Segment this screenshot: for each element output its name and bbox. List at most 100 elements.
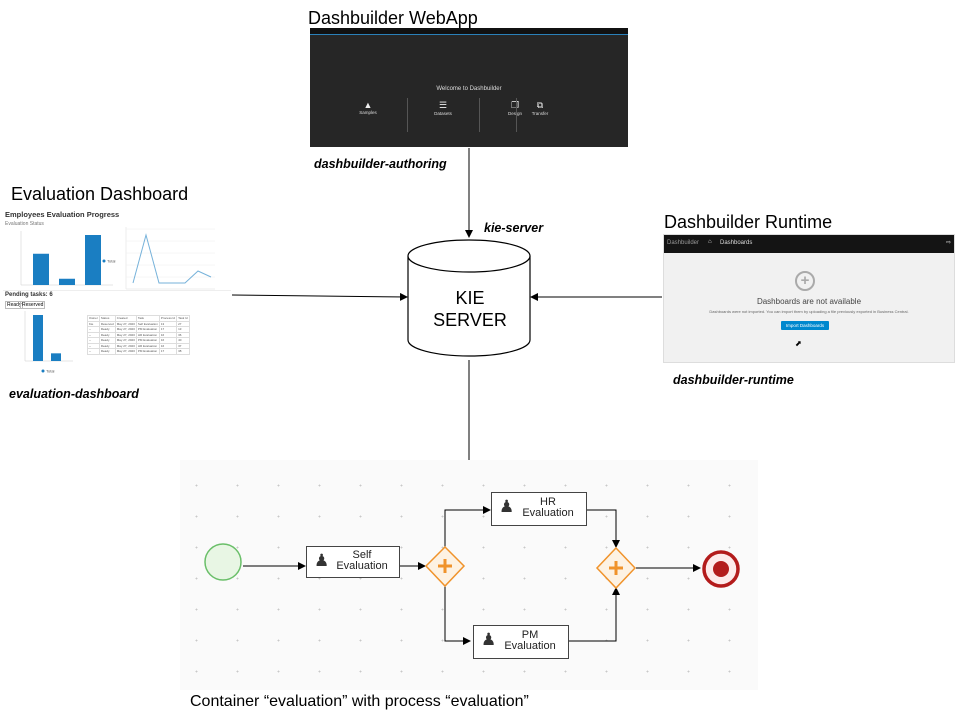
logout-icon[interactable]: ⇨ bbox=[946, 240, 952, 246]
table-cell: May 27, 2020 bbox=[114, 342, 137, 349]
runtime-navbar: Dashbuilder ⌂ Dashboards ⇨ bbox=[664, 235, 954, 253]
webapp-tile-label: Samples bbox=[359, 110, 377, 115]
evaluation-legend: Total bbox=[107, 259, 116, 264]
flow-split-to-pm bbox=[444, 586, 471, 645]
kie-server-label-line1: KIE bbox=[455, 288, 485, 308]
user-icon: ♟ bbox=[481, 630, 497, 649]
webapp-divider bbox=[479, 98, 480, 132]
evaluation-line bbox=[132, 233, 212, 284]
webapp-divider bbox=[407, 98, 408, 132]
evaluation-dashboard-screenshot: Employees Evaluation Progress Evaluation… bbox=[3, 207, 231, 383]
task-self-evaluation[interactable]: ♟ Self Evaluation bbox=[306, 546, 400, 578]
webapp-tile-samples: ▲Samples bbox=[332, 100, 404, 132]
task-pm-line1: PM bbox=[521, 629, 539, 641]
start-event[interactable] bbox=[204, 543, 242, 581]
table-header-cell[interactable]: Task Id bbox=[176, 315, 190, 322]
webapp-tile-label: Design bbox=[507, 111, 522, 116]
table-header-cell[interactable]: Process Id bbox=[158, 315, 178, 322]
pending-tasks-title: Pending tasks: 6 bbox=[5, 292, 53, 298]
task-hr-evaluation[interactable]: ♟ HR Evaluation bbox=[491, 492, 587, 526]
table-cell: 36 bbox=[176, 331, 190, 338]
table-cell: 13 bbox=[158, 320, 178, 327]
table-header-cell[interactable]: Created bbox=[114, 315, 137, 322]
table-cell: 16 bbox=[158, 331, 178, 338]
kie-server-label-line2: SERVER bbox=[433, 310, 507, 330]
table-cell: May 27, 2020 bbox=[114, 331, 137, 338]
evaluation-chart-title: Employees Evaluation Progress bbox=[5, 210, 120, 219]
pending-chart: Total bbox=[24, 311, 73, 374]
user-icon: ♟ bbox=[499, 497, 515, 516]
evaluation-dashboard-title: Evaluation Dashboard bbox=[11, 184, 189, 204]
task-hr-line2: Evaluation bbox=[522, 507, 574, 519]
user-icon: ♟ bbox=[314, 551, 330, 570]
kie-server-cylinder bbox=[407, 239, 531, 357]
task-pm-line2: Evaluation bbox=[504, 640, 556, 652]
webapp-divider bbox=[516, 98, 517, 132]
task-pm-evaluation[interactable]: ♟ PM Evaluation bbox=[473, 625, 569, 659]
database-icon: ☰ bbox=[438, 100, 448, 110]
flow-split-to-hr bbox=[444, 506, 491, 547]
table-cell: May 27, 2020 bbox=[114, 337, 137, 344]
pending-legend: Total bbox=[46, 369, 55, 374]
import-dashboards-button[interactable]: Import Dashboards bbox=[781, 321, 829, 330]
webapp-topbar bbox=[310, 28, 628, 35]
parallel-split-gateway[interactable] bbox=[424, 545, 466, 588]
process-diagram: ♟ Self Evaluation ♟ HR Evaluation ♟ PM E… bbox=[180, 460, 758, 690]
table-cell: 27 bbox=[176, 320, 190, 327]
home-icon[interactable]: ⌂ bbox=[708, 239, 712, 245]
evaluation-bar bbox=[85, 235, 101, 285]
authoring-caption: dashbuilder-authoring bbox=[314, 157, 447, 171]
parallel-join-gateway[interactable] bbox=[595, 546, 637, 590]
evaldash-to-server-arrow bbox=[231, 292, 408, 301]
table-cell: Reserved bbox=[98, 320, 116, 327]
table-cell: PM Evaluation bbox=[135, 337, 160, 344]
webapp-tile-datasets: ☰Datasets bbox=[407, 100, 479, 132]
flow-hr-to-join bbox=[586, 509, 620, 548]
table-cell: PM Evaluation bbox=[135, 348, 160, 355]
table-cell: 40 bbox=[176, 337, 190, 344]
copy-icon: ❐ bbox=[510, 100, 520, 110]
add-icon: + bbox=[795, 271, 815, 291]
pending-bar bbox=[33, 315, 43, 361]
samples-icon: ▲ bbox=[363, 100, 373, 110]
runtime-menu-dashboards[interactable]: Dashboards bbox=[720, 240, 753, 246]
evaluation-divider bbox=[3, 290, 231, 291]
evaluation-bar bbox=[59, 278, 75, 285]
table-cell: May 27, 2020 bbox=[114, 348, 137, 355]
task-hr-line1: HR bbox=[540, 496, 556, 508]
table-cell: 13 bbox=[176, 326, 190, 333]
cursor-icon: ⬈ bbox=[795, 339, 802, 348]
table-header-cell[interactable]: Owner bbox=[87, 315, 100, 322]
table-cell: 17 bbox=[158, 348, 178, 355]
reserved-button[interactable]: Reserved bbox=[20, 301, 46, 309]
ready-button[interactable]: Ready bbox=[5, 301, 24, 309]
process-flow bbox=[204, 506, 740, 645]
evaluation-caption: evaluation-dashboard bbox=[9, 387, 139, 401]
table-cell: 37 bbox=[176, 342, 190, 349]
task-self-line1: Self bbox=[352, 549, 372, 561]
runtime-brand: Dashbuilder bbox=[667, 240, 700, 246]
evaluation-top-charts: Total bbox=[20, 227, 215, 290]
runtime-caption: dashbuilder-runtime bbox=[673, 373, 794, 387]
table-cell: 16 bbox=[158, 337, 178, 344]
kie-server-label: KIE SERVER bbox=[405, 287, 535, 331]
table-cell: HR Evaluation bbox=[135, 331, 160, 338]
table-cell: May 27, 2020 bbox=[114, 326, 137, 333]
end-event[interactable] bbox=[702, 550, 740, 588]
table-cell: 17 bbox=[158, 326, 178, 333]
webapp-tile-design: ❐Design bbox=[479, 100, 551, 132]
table-cell: 38 bbox=[176, 348, 190, 355]
evaluation-bar bbox=[33, 253, 49, 285]
table-cell: 16 bbox=[158, 342, 178, 349]
table-cell: PM Evaluation bbox=[135, 326, 160, 333]
runtime-subtitle: Dashboards were not imported. You can im… bbox=[709, 309, 909, 314]
table-cell: -- bbox=[87, 348, 100, 355]
